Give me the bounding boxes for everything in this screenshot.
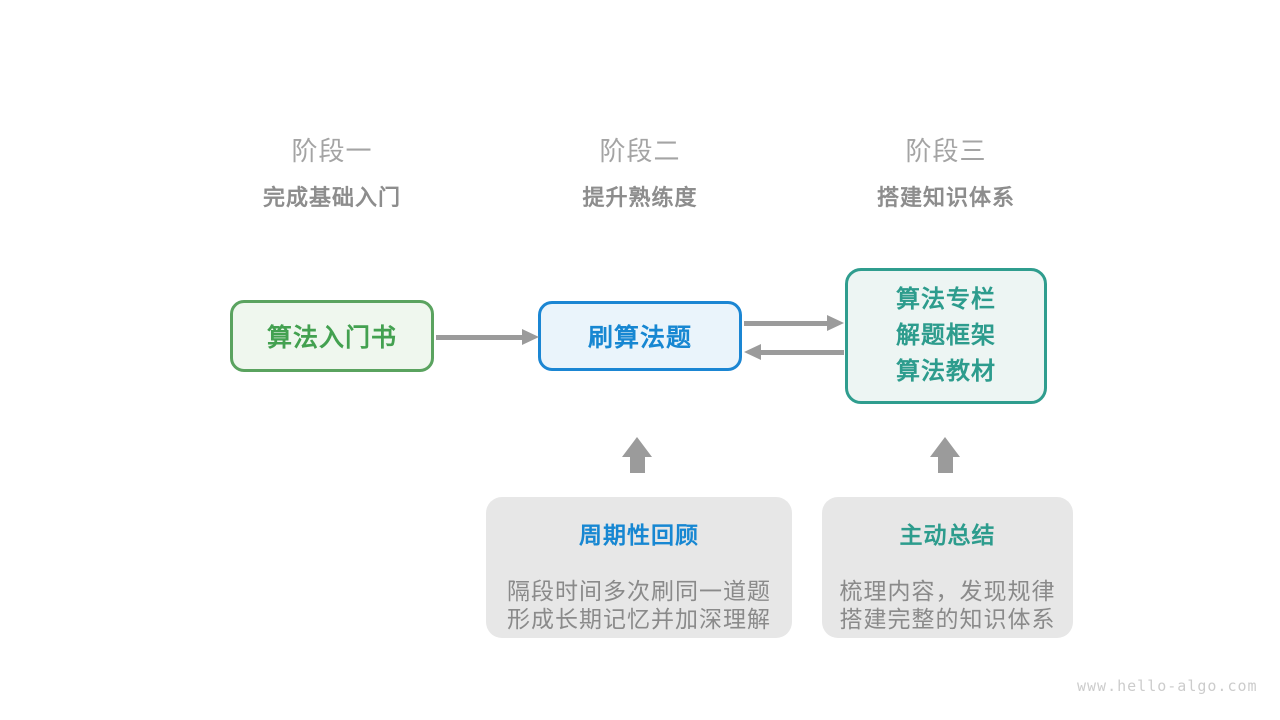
up-arrow-summary-icon: [930, 437, 960, 473]
node-intro-book: 算法入门书: [230, 300, 434, 372]
phase-2-label: 阶段二: [599, 136, 681, 166]
callout-periodic-review: 周期性回顾 隔段时间多次刷同一道题 形成长期记忆并加深理解: [486, 497, 792, 638]
callout-periodic-review-title: 周期性回顾: [579, 522, 699, 548]
up-arrow-head: [622, 437, 652, 457]
callout-active-summary: 主动总结 梳理内容，发现规律 搭建完整的知识体系: [822, 497, 1073, 638]
arrow-right-head-icon: [522, 329, 539, 345]
arrow-shaft: [744, 321, 834, 326]
node-resources: 算法专栏 解题框架 算法教材: [845, 268, 1047, 404]
up-arrow-review-icon: [622, 437, 652, 473]
node-practice-label: 刷算法题: [587, 324, 692, 352]
callout-active-summary-title: 主动总结: [899, 522, 996, 548]
callout-active-summary-line-2: 搭建完整的知识体系: [839, 606, 1056, 632]
watermark-text: www.hello-algo.com: [1077, 677, 1258, 695]
callout-active-summary-line-1: 梳理内容，发现规律: [839, 578, 1056, 604]
arrow-shaft: [754, 350, 844, 355]
arrow-shaft: [436, 335, 529, 340]
phase-2-subtitle: 提升熟练度: [582, 185, 698, 210]
node-intro-book-label: 算法入门书: [266, 324, 397, 352]
node-resources-line-2: 解题框架: [896, 322, 996, 349]
up-arrow-stem: [937, 457, 953, 473]
arrow-resources-to-practice: [744, 344, 844, 360]
arrow-left-head-icon: [744, 344, 761, 360]
node-resources-line-1: 算法专栏: [896, 286, 996, 313]
arrow-right-head-icon: [827, 315, 844, 331]
node-practice: 刷算法题: [538, 301, 742, 371]
callout-periodic-review-line-2: 形成长期记忆并加深理解: [507, 606, 771, 632]
phase-3-label: 阶段三: [905, 136, 987, 166]
arrow-practice-to-resources: [744, 315, 844, 331]
callout-periodic-review-line-1: 隔段时间多次刷同一道题: [507, 578, 771, 604]
node-resources-line-3: 算法教材: [896, 358, 996, 385]
phase-1-subtitle: 完成基础入门: [262, 185, 401, 210]
up-arrow-stem: [629, 457, 645, 473]
up-arrow-head: [930, 437, 960, 457]
phase-3-subtitle: 搭建知识体系: [876, 185, 1015, 210]
arrow-intro-to-practice: [436, 329, 539, 345]
phase-1-label: 阶段一: [291, 136, 373, 166]
